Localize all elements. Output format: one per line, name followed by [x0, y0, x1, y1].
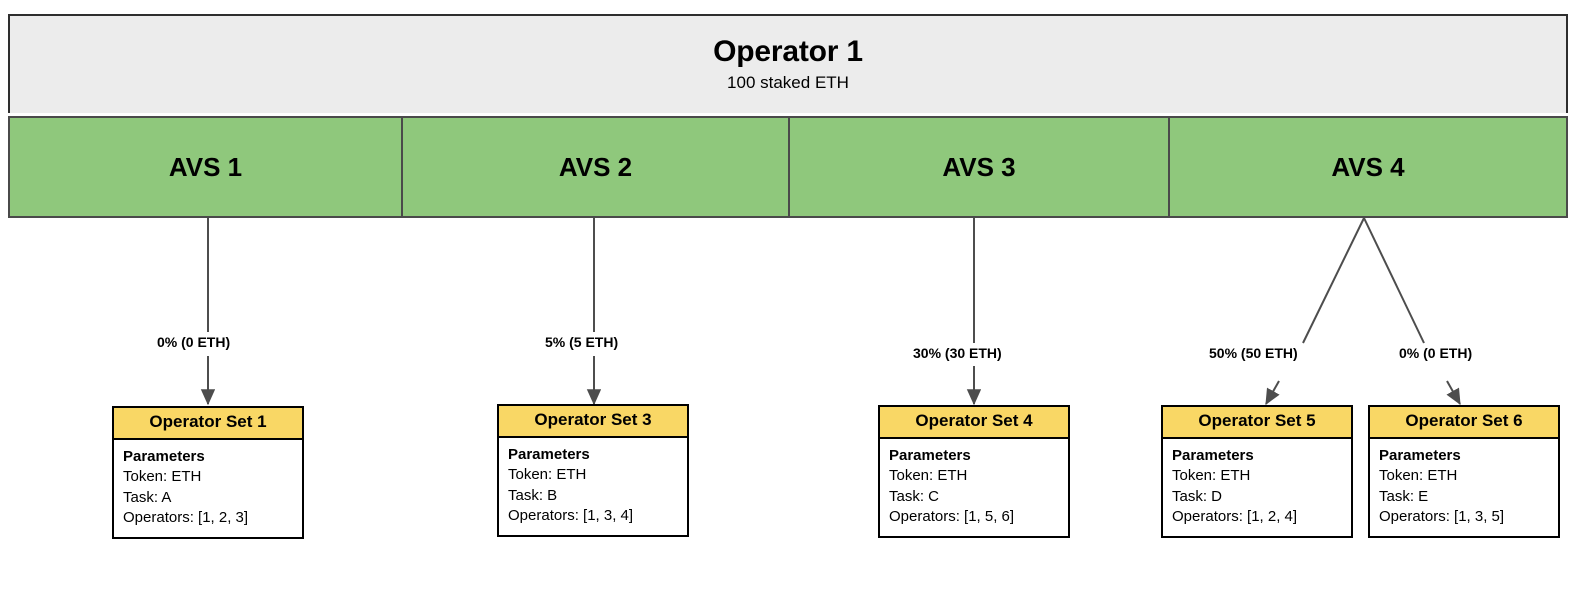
- operators-row-6: Operators: [1, 3, 5]: [1379, 508, 1505, 526]
- task-row-5: Task: D: [1172, 487, 1223, 505]
- parameters-label-4: Parameters: [889, 446, 971, 464]
- operator-set-params-5: Parameters Token: ETH Task: D Operators:…: [1163, 439, 1351, 536]
- operator-set-title-1: Operator Set 1: [114, 408, 302, 440]
- operator-name: Operator 1: [713, 35, 863, 69]
- token-row-5: Token: ETH: [1172, 467, 1251, 485]
- operators-row-3: Operators: [1, 3, 4]: [508, 507, 634, 525]
- avs-row: AVS 1 AVS 2 AVS 3 AVS 4: [8, 116, 1568, 218]
- operator-stake: 100 staked ETH: [727, 72, 849, 92]
- edge-label-avs1-opset1: 0% (0 ETH): [155, 334, 233, 350]
- avs-cell-3[interactable]: AVS 3: [790, 118, 1170, 216]
- operator-header-bar: Operator 1 100 staked ETH: [8, 14, 1568, 113]
- task-row-6: Task: E: [1379, 487, 1429, 505]
- operators-row-1: Operators: [1, 2, 3]: [123, 509, 249, 527]
- connector-avs4-opset5: [1265, 217, 1365, 406]
- operator-set-title-6: Operator Set 6: [1370, 407, 1558, 439]
- operator-set-title-4: Operator Set 4: [880, 407, 1068, 439]
- operator-set-params-4: Parameters Token: ETH Task: C Operators:…: [880, 439, 1068, 536]
- avs-cell-4[interactable]: AVS 4: [1170, 118, 1566, 216]
- token-row-3: Token: ETH: [508, 466, 587, 484]
- operator-set-params-6: Parameters Token: ETH Task: E Operators:…: [1370, 439, 1558, 536]
- avs-label-1: AVS 1: [168, 151, 243, 182]
- edge-label-avs2-opset3: 5% (5 ETH): [543, 334, 621, 350]
- operator-set-card-5[interactable]: Operator Set 5 Parameters Token: ETH Tas…: [1161, 405, 1353, 538]
- avs-cell-1[interactable]: AVS 1: [10, 118, 403, 216]
- parameters-label-3: Parameters: [508, 445, 590, 463]
- operators-row-4: Operators: [1, 5, 6]: [889, 508, 1015, 526]
- edge-label-avs3-opset4: 30% (30 ETH): [911, 345, 1004, 361]
- task-row-1: Task: A: [123, 488, 172, 506]
- edge-label-avs4-opset6: 0% (0 ETH): [1397, 345, 1475, 361]
- avs-label-2: AVS 2: [558, 151, 633, 182]
- task-row-4: Task: C: [889, 487, 940, 505]
- parameters-label-5: Parameters: [1172, 446, 1254, 464]
- operators-row-5: Operators: [1, 2, 4]: [1172, 508, 1298, 526]
- operator-set-card-1[interactable]: Operator Set 1 Parameters Token: ETH Tas…: [112, 406, 304, 539]
- operator-set-card-3[interactable]: Operator Set 3 Parameters Token: ETH Tas…: [497, 404, 689, 537]
- operator-set-params-3: Parameters Token: ETH Task: B Operators:…: [499, 438, 687, 535]
- edge-label-avs4-opset5: 50% (50 ETH): [1207, 345, 1300, 361]
- avs-cell-2[interactable]: AVS 2: [403, 118, 790, 216]
- token-row-1: Token: ETH: [123, 468, 202, 486]
- task-row-3: Task: B: [508, 486, 558, 504]
- token-row-4: Token: ETH: [889, 467, 968, 485]
- operator-set-title-5: Operator Set 5: [1163, 407, 1351, 439]
- operator-set-params-1: Parameters Token: ETH Task: A Operators:…: [114, 440, 302, 537]
- operator-set-card-4[interactable]: Operator Set 4 Parameters Token: ETH Tas…: [878, 405, 1070, 538]
- token-row-6: Token: ETH: [1379, 467, 1458, 485]
- operator-set-card-6[interactable]: Operator Set 6 Parameters Token: ETH Tas…: [1368, 405, 1560, 538]
- avs-label-4: AVS 4: [1331, 151, 1405, 182]
- avs-label-3: AVS 3: [942, 151, 1016, 182]
- parameters-label-1: Parameters: [123, 447, 205, 465]
- parameters-label-6: Parameters: [1379, 446, 1461, 464]
- operator-set-title-3: Operator Set 3: [499, 406, 687, 438]
- connector-avs4-opset6: [1363, 217, 1461, 406]
